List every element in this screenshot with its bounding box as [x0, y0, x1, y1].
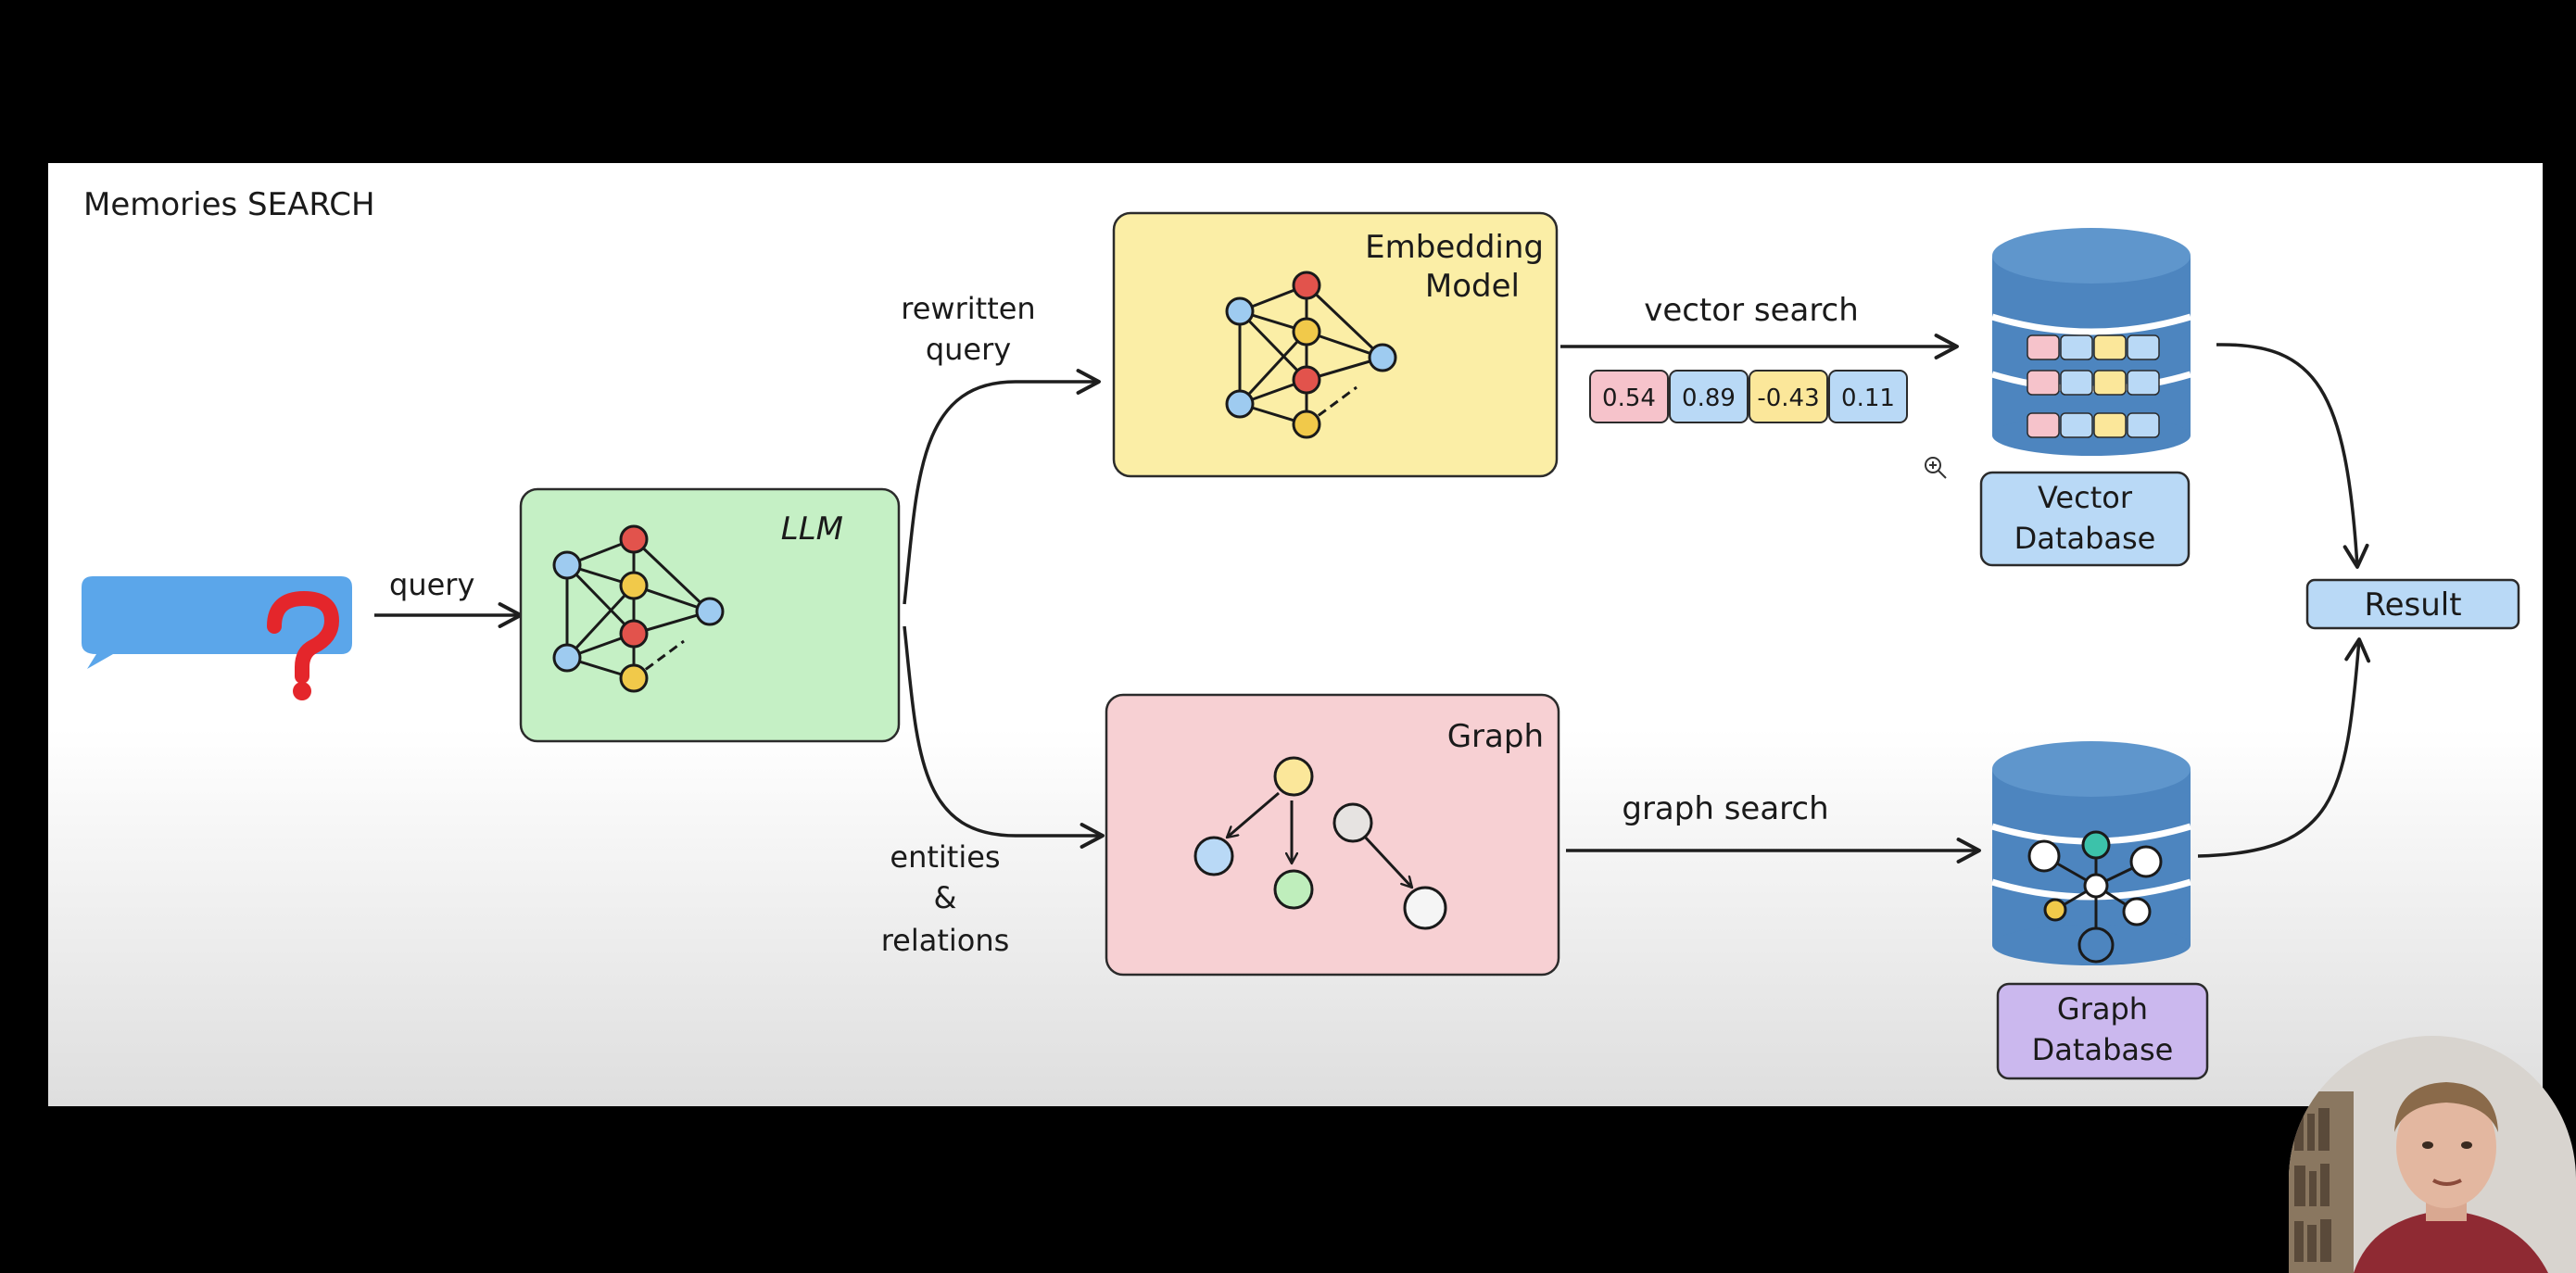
slide-title: Memories SEARCH [83, 186, 375, 223]
vector-cell [1749, 370, 1828, 423]
result-label: Result [2364, 586, 2461, 624]
embedding-model-box [1112, 211, 1559, 478]
llm-label: LLM [781, 510, 843, 548]
embedding-model-label-line2: Model [1425, 268, 1520, 305]
presenter-image [2289, 1036, 2576, 1273]
vector-cell [1669, 370, 1749, 423]
vector-value: -0.43 [1757, 384, 1819, 412]
graph-search-label: graph search [1622, 790, 1828, 827]
graph-structure-icon [1193, 756, 1447, 930]
query-label: query [389, 567, 474, 602]
vector-cell [1589, 370, 1669, 423]
vector-cell [1828, 370, 1908, 423]
result-box [2305, 578, 2520, 630]
graph-label: Graph [1447, 718, 1544, 755]
question-mark-icon [267, 590, 340, 700]
user-message-bubble [82, 576, 352, 700]
graph-database-label-line2: Database [2032, 1032, 2174, 1067]
embedding-vector: 0.54 0.89 -0.43 0.11 [1589, 370, 1908, 423]
vector-value: 0.54 [1602, 384, 1656, 412]
entities-label-line1: entities [890, 839, 1000, 875]
neural-network-icon [552, 524, 725, 693]
rewritten-query-arrow [903, 369, 1101, 605]
neural-network-icon [1225, 271, 1397, 439]
vector-value: 0.89 [1682, 384, 1736, 412]
vector-database-icon [1990, 228, 2192, 456]
vector-database-label-line1: Vector [2038, 480, 2133, 515]
graph-to-result-arrow [2197, 637, 2371, 858]
vector-to-result-arrow [2216, 343, 2369, 569]
entities-label-line2: & [934, 880, 957, 915]
vector-search-label: vector search [1644, 292, 1859, 329]
vector-database-label-box [1979, 471, 2191, 567]
vector-database-label-line2: Database [2014, 521, 2156, 556]
entities-arrow [903, 625, 1105, 849]
embedding-model-label-line1: Embedding [1365, 229, 1544, 266]
entities-label-line3: relations [881, 923, 1010, 958]
rewritten-query-label-line1: rewritten [901, 291, 1035, 326]
zoom-in-icon [1925, 457, 1947, 479]
graph-database-label-line1: Graph [2057, 991, 2148, 1027]
rewritten-query-label-line2: query [926, 332, 1011, 367]
presenter-webcam [2289, 1036, 2576, 1273]
vector-value: 0.11 [1841, 384, 1895, 412]
graph-database-icon [1990, 741, 2192, 965]
graph-database-label-box [1996, 982, 2209, 1080]
